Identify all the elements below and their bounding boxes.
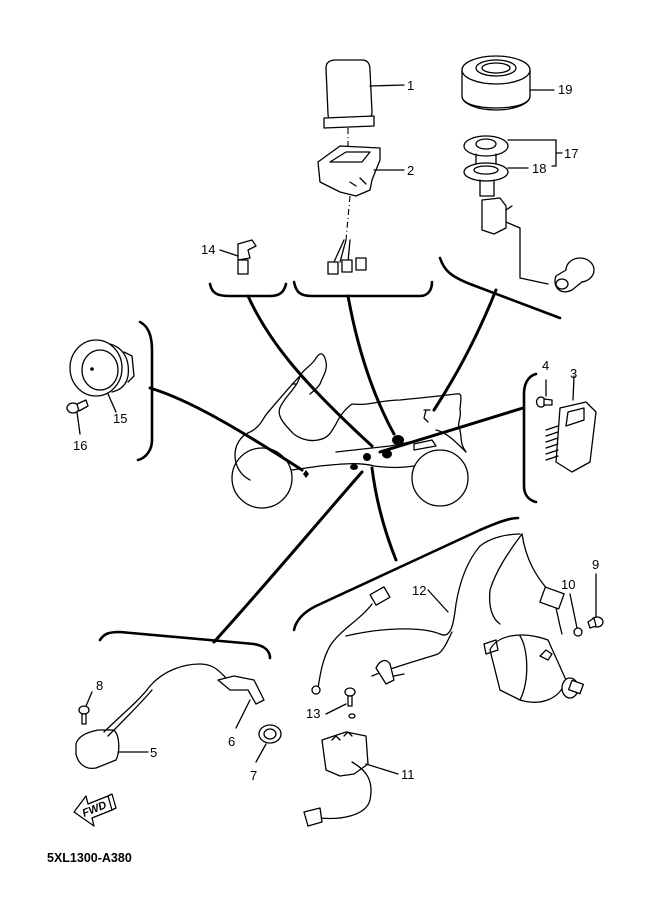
part-rectifier[interactable]	[545, 375, 597, 473]
callout-12: 12	[412, 583, 426, 598]
callout-7: 7	[250, 768, 257, 783]
part-fuel-sender[interactable]	[463, 135, 595, 293]
leader-lines	[148, 288, 525, 644]
callout-3: 3	[570, 366, 577, 381]
callout-6: 6	[228, 734, 235, 749]
callout-15: 15	[113, 411, 127, 426]
callout-1: 1	[407, 78, 414, 93]
part-starter-motor[interactable]	[483, 533, 584, 703]
callout-13: 13	[306, 706, 320, 721]
part-relay[interactable]	[323, 59, 405, 129]
callout-16: 16	[73, 438, 87, 453]
callout-labels: 1 2 3 4 5 6 7 8 9 10 11 12 13 14 15 16 1…	[73, 78, 599, 783]
callout-5: 5	[150, 745, 157, 760]
group-brackets	[98, 256, 562, 660]
callout-19: 19	[558, 82, 572, 97]
forward-direction-arrow: FWD	[73, 793, 117, 827]
part-bolt-8[interactable]	[78, 691, 93, 725]
callout-11: 11	[401, 767, 415, 782]
diagram-code: 5XL1300-A380	[47, 851, 132, 865]
part-bolt-9[interactable]	[587, 573, 604, 629]
part-plug-cap[interactable]	[217, 675, 265, 729]
part-starter-cable[interactable]	[311, 533, 521, 695]
part-spark-plug[interactable]	[255, 724, 282, 763]
part-neutral-switch[interactable]	[219, 239, 257, 275]
callout-9: 9	[592, 557, 599, 572]
callout-17: 17	[564, 146, 578, 161]
callout-10: 10	[561, 577, 575, 592]
part-bolt-13[interactable]	[325, 687, 356, 719]
part-ring-nut[interactable]	[461, 55, 555, 111]
mounting-points	[291, 383, 431, 478]
callout-8: 8	[96, 678, 103, 693]
callout-14: 14	[201, 242, 215, 257]
motorcycle-outline	[231, 353, 469, 509]
part-bolt-16[interactable]	[66, 399, 89, 435]
part-horn[interactable]	[69, 339, 135, 413]
part-starter-relay[interactable]	[303, 731, 399, 827]
part-bolt-4[interactable]	[535, 379, 553, 408]
callout-2: 2	[407, 163, 414, 178]
part-ignition-coil[interactable]	[75, 663, 227, 770]
part-washer-10[interactable]	[569, 593, 583, 637]
part-relay-bracket[interactable]	[317, 128, 405, 275]
callout-4: 4	[542, 358, 549, 373]
callout-18: 18	[532, 161, 546, 176]
